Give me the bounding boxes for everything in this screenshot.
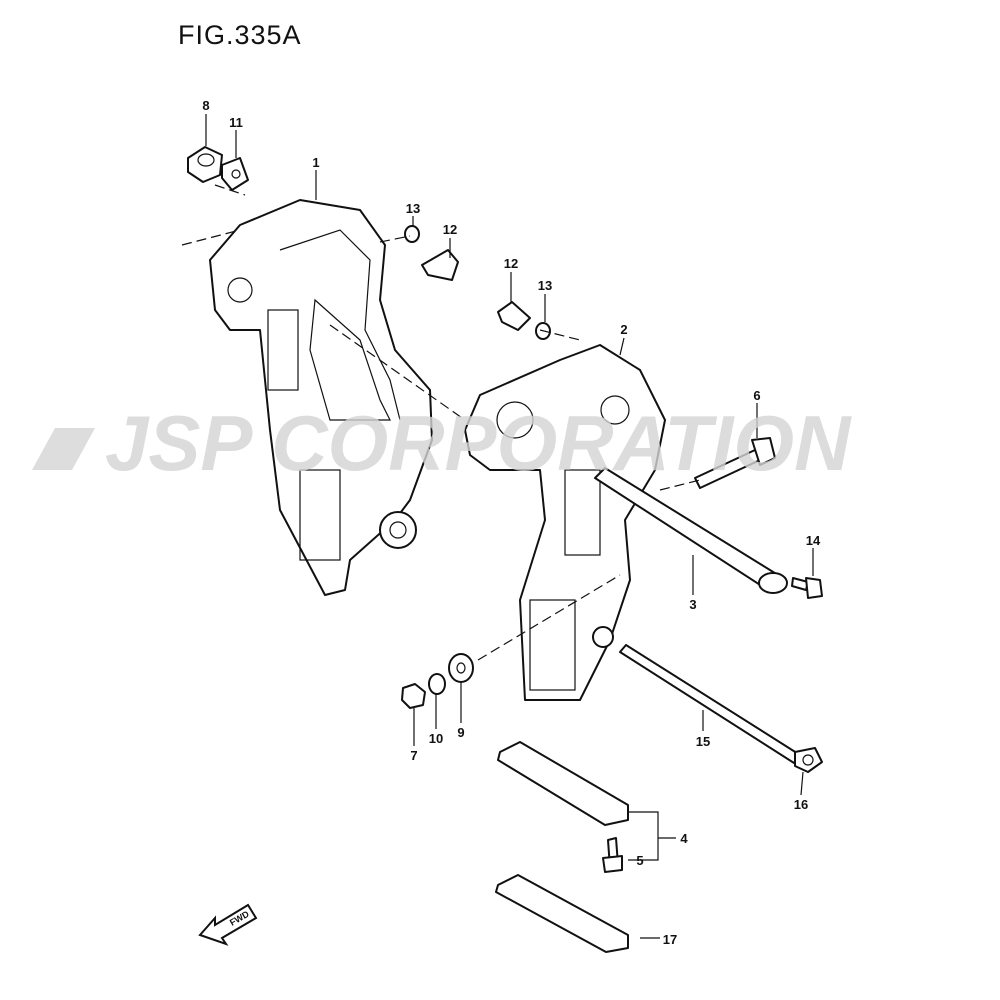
callout-14: 14 (806, 533, 821, 548)
callout-11: 11 (229, 115, 243, 130)
nut-7 (401, 683, 426, 709)
bolt-12-b (497, 301, 531, 331)
nut-8 (187, 146, 223, 183)
callout-8: 8 (202, 98, 209, 113)
callout-2: 2 (620, 322, 627, 337)
callout-1: 1 (312, 155, 319, 170)
callout-13-a: 13 (406, 201, 420, 216)
plate-11 (221, 157, 249, 191)
fwd-arrow-icon: FWD (198, 903, 258, 946)
nut-16 (794, 747, 823, 773)
washer-13-a (404, 225, 420, 243)
callout-16: 16 (794, 797, 808, 812)
callout-13-b: 13 (538, 278, 552, 293)
clamp-bracket-right (464, 344, 666, 701)
bolt-6 (694, 437, 776, 489)
callout-4: 4 (680, 831, 688, 846)
bolt-14 (791, 577, 823, 599)
plate-17 (495, 874, 629, 953)
screw-5 (602, 837, 623, 873)
callout-15: 15 (696, 734, 710, 749)
watermark: JSP CORPORATION (32, 399, 852, 487)
callout-12-a: 12 (443, 222, 457, 237)
callout-9: 9 (457, 725, 464, 740)
bolt-12-a (421, 249, 459, 281)
figure-title: FIG.335A (178, 20, 302, 50)
callout-5: 5 (636, 853, 643, 868)
washer-10 (428, 673, 446, 695)
watermark-text: JSP CORPORATION (105, 399, 852, 487)
callout-6: 6 (753, 388, 760, 403)
callout-7: 7 (410, 748, 417, 763)
tilt-shaft (594, 467, 788, 594)
callout-labels: 8 11 1 13 12 12 13 2 6 14 3 15 16 7 10 9… (202, 98, 821, 947)
plate-4 (497, 741, 629, 826)
callout-12-b: 12 (504, 256, 518, 271)
callout-10: 10 (429, 731, 443, 746)
callout-3: 3 (689, 597, 696, 612)
callout-17: 17 (663, 932, 677, 947)
washer-9 (448, 653, 474, 683)
watermark-logo-icon (32, 428, 95, 470)
clamp-bracket-left (209, 199, 433, 596)
